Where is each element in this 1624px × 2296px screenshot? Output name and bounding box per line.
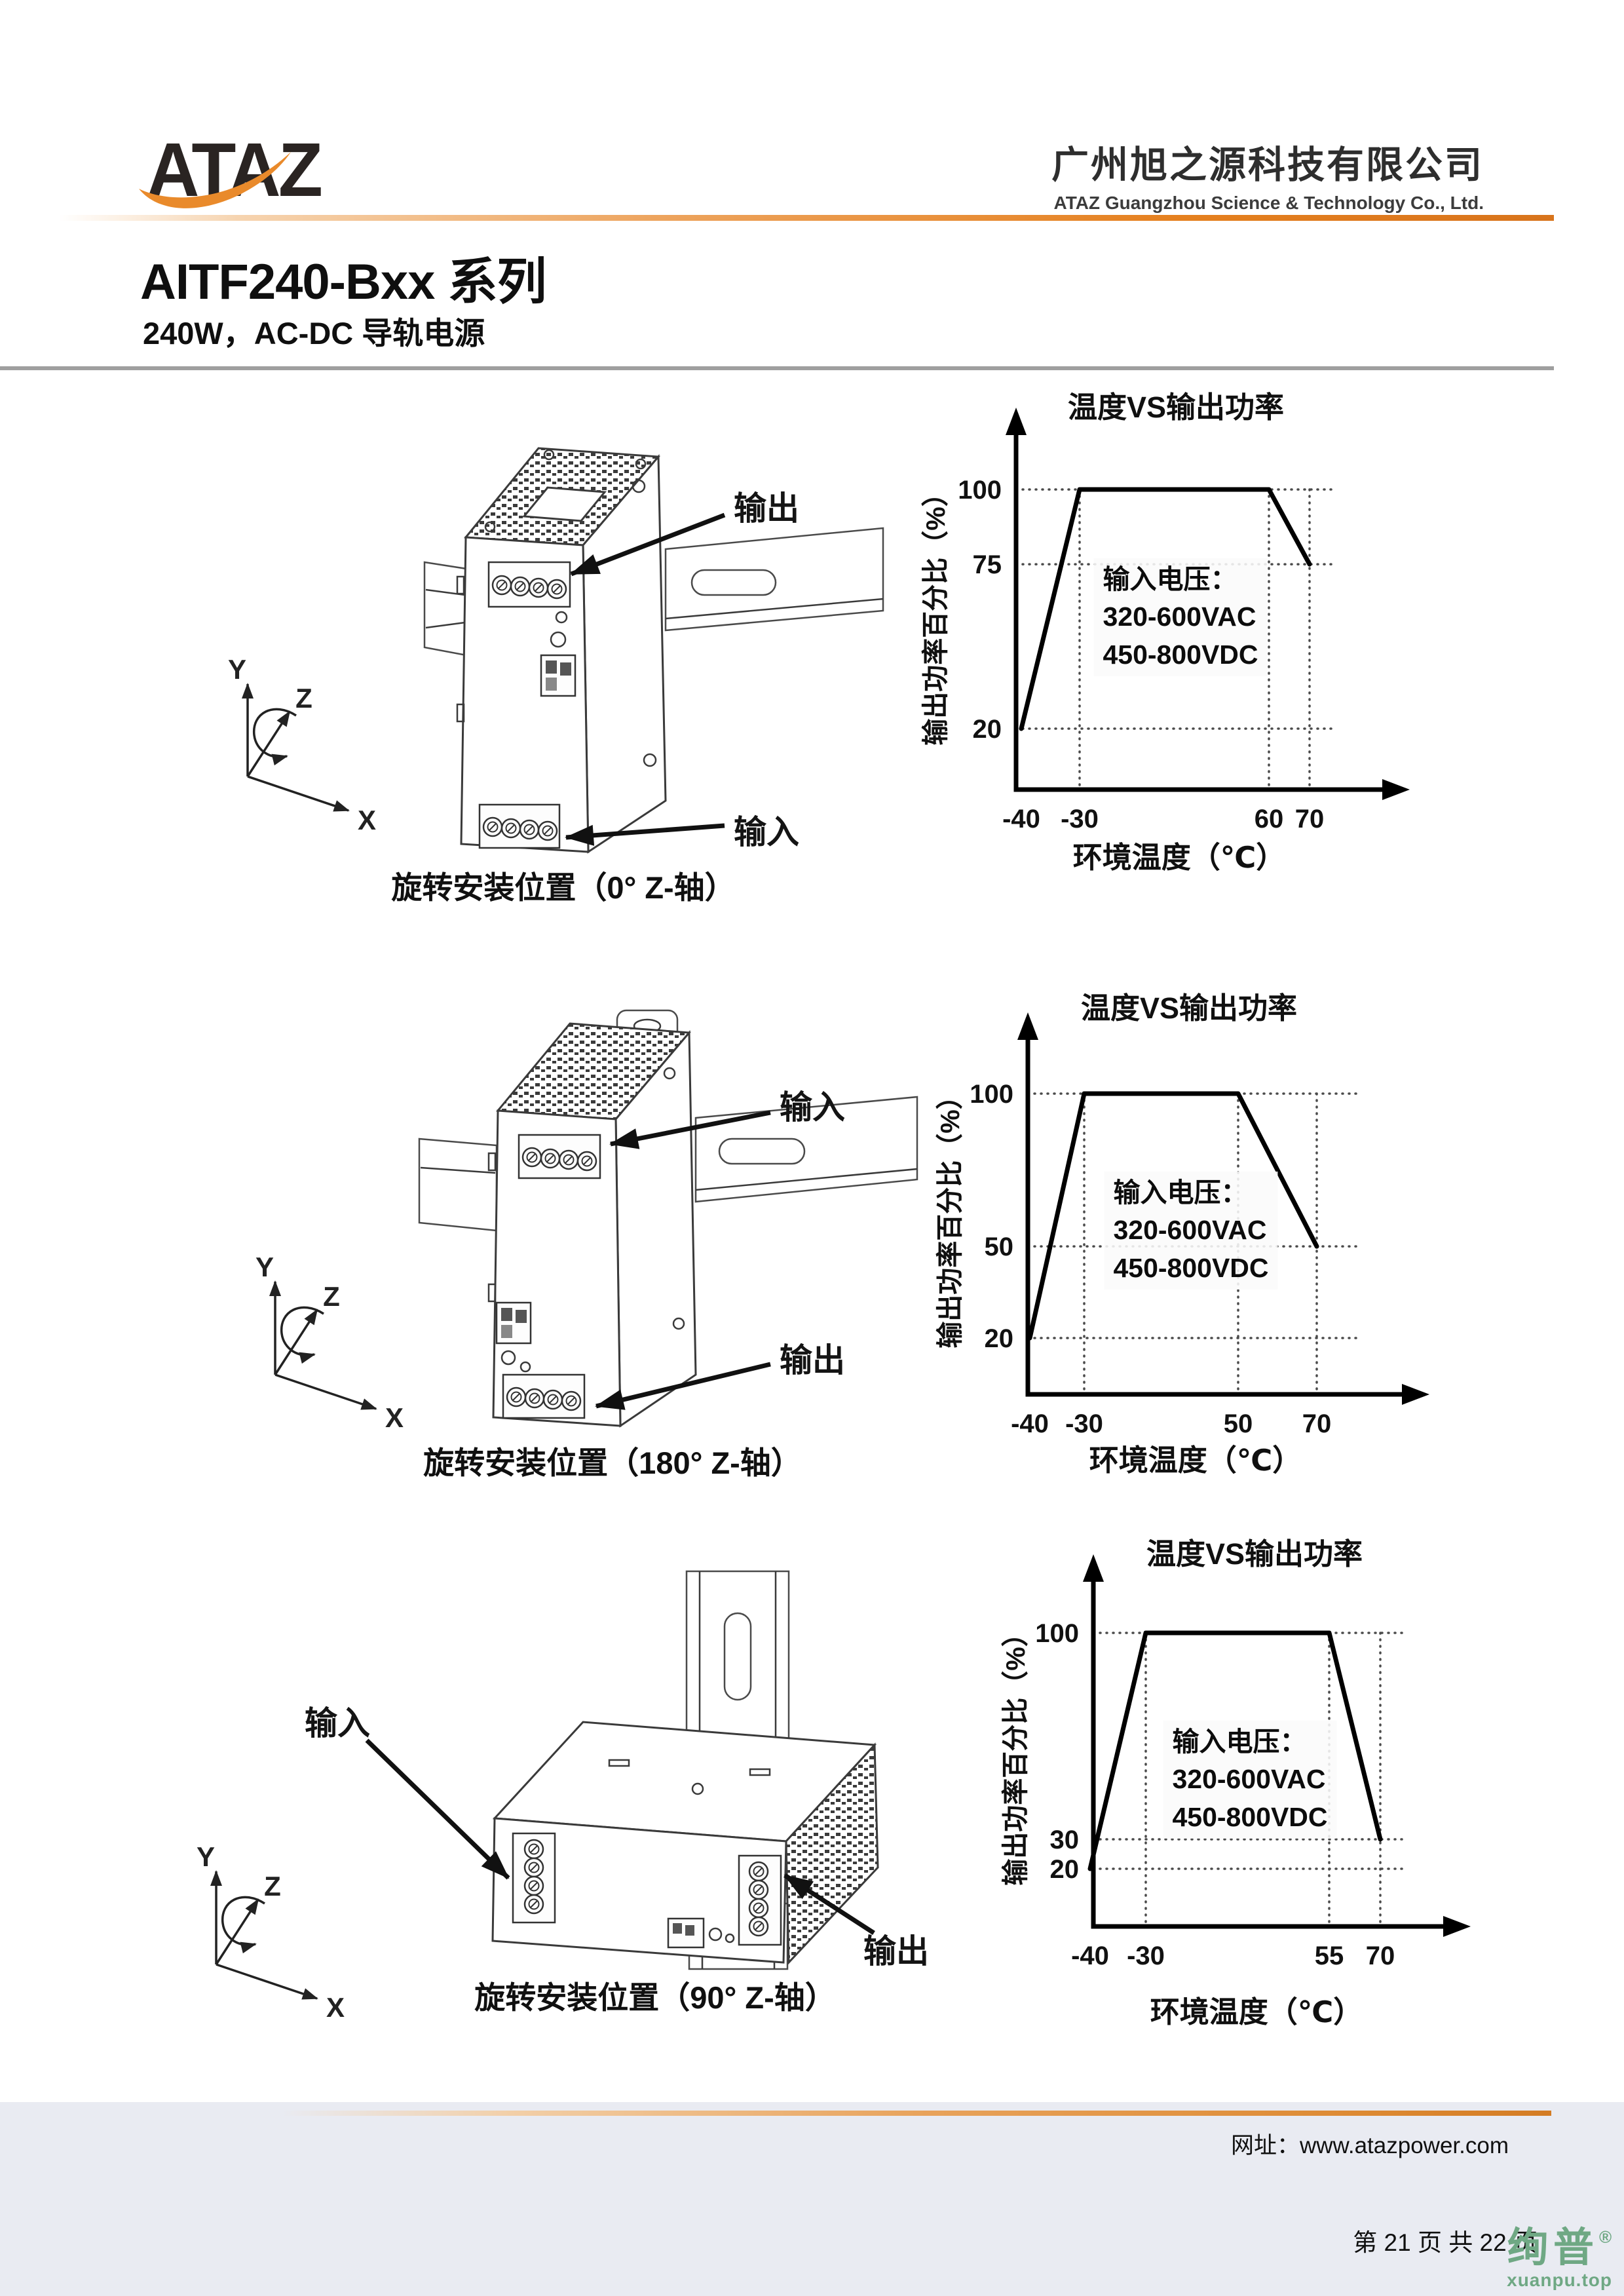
input-label-row2: 输入	[780, 1089, 845, 1126]
page-subtitle: 240W，AC-DC 导轨电源	[143, 316, 485, 351]
header-divider	[0, 366, 1554, 370]
output-label-row3: 输出	[863, 1933, 929, 1970]
chart-2-ylabel: 输出功率百分比（%）	[935, 1082, 965, 1349]
header-accent-line	[59, 215, 1554, 221]
svg-text:70: 70	[1295, 805, 1325, 833]
footer-accent-line	[282, 2111, 1551, 2116]
svg-text:70: 70	[1366, 1942, 1395, 1970]
footer-website: 网址：www.atazpower.com	[1231, 2127, 1509, 2160]
axis-z-label-row2: Z	[323, 1281, 340, 1312]
company-block: 广州旭之源科技有限公司 ATAZ Guangzhou Science & Tec…	[1051, 135, 1484, 214]
caption-row1: 旋转安装位置（0° Z-轴）	[391, 870, 736, 905]
chart-3-title: 温度VS输出功率	[1146, 1537, 1363, 1571]
svg-text:75: 75	[973, 550, 1002, 579]
ataz-logo: ATAZ	[147, 127, 323, 212]
page-number: 第 21 页 共 22 页	[1353, 2229, 1538, 2256]
device-diagram-0deg	[423, 447, 884, 854]
label-arrows-row2	[595, 1110, 771, 1410]
label-arrows-row3	[365, 1738, 875, 1935]
svg-text:-30: -30	[1065, 1409, 1103, 1438]
chart-2-title: 温度VS输出功率	[1080, 991, 1298, 1025]
footer-background	[0, 2102, 1624, 2296]
svg-text:-40: -40	[1002, 805, 1040, 833]
input-label-row1: 输入	[734, 814, 799, 851]
caption-row3: 旋转安装位置（90° Z-轴）	[474, 1980, 836, 2015]
chart-3-xlabel: 环境温度（℃）	[1150, 1995, 1363, 2029]
output-arrow	[570, 512, 726, 577]
watermark-reg-icon: ®	[1598, 2227, 1612, 2247]
output-arrow	[784, 1873, 875, 1935]
axis-z-label-row3: Z	[264, 1871, 281, 1902]
watermark-domain: xuanpu.top	[1507, 2270, 1612, 2290]
svg-text:-40: -40	[1071, 1942, 1109, 1970]
output-label-row2: 输出	[780, 1342, 845, 1379]
axis-z-label-row1: Z	[295, 683, 312, 714]
svg-text:60: 60	[1255, 805, 1284, 833]
chart-1-xlabel: 环境温度（℃）	[1072, 841, 1286, 874]
svg-text:-30: -30	[1061, 805, 1099, 833]
svg-text:100: 100	[970, 1080, 1013, 1109]
watermark-cn: 绚普	[1507, 2225, 1599, 2270]
label-arrows-row1	[565, 512, 726, 846]
svg-text:100: 100	[958, 476, 1002, 505]
page-title: AITF240-Bxx 系列	[140, 254, 546, 310]
svg-text:55: 55	[1315, 1942, 1344, 1970]
svg-text:-30: -30	[1127, 1942, 1165, 1970]
svg-text:30: 30	[1050, 1826, 1080, 1854]
watermark: 绚普® xuanpu.top	[1507, 2228, 1612, 2289]
website-url: www.atazpower.com	[1299, 2133, 1509, 2158]
input-arrow	[565, 823, 725, 846]
axis-x-label-row1: X	[357, 805, 377, 835]
svg-text:20: 20	[1050, 1855, 1080, 1884]
chart-2-xlabel: 环境温度（℃）	[1089, 1444, 1302, 1477]
axis-y-label-row2: Y	[255, 1252, 274, 1282]
svg-text:20: 20	[985, 1324, 1014, 1353]
axis-x-label-row2: X	[385, 1402, 404, 1433]
input-arrow	[609, 1110, 771, 1149]
output-label-row1: 输出	[734, 490, 799, 527]
caption-row2: 旋转安装位置（180° Z-轴）	[423, 1445, 802, 1480]
output-arrow	[595, 1362, 771, 1410]
svg-text:50: 50	[1224, 1409, 1253, 1438]
axis-y-label-row1: Y	[227, 654, 247, 685]
svg-text:70: 70	[1302, 1409, 1332, 1438]
company-name-en: ATAZ Guangzhou Science & Technology Co.,…	[1053, 193, 1484, 213]
device-diagram-90deg	[491, 1570, 879, 1970]
axis-x-label-row3: X	[326, 1992, 345, 2023]
input-label-row3: 输入	[305, 1705, 370, 1742]
svg-text:100: 100	[1035, 1619, 1079, 1648]
svg-text:20: 20	[973, 715, 1002, 744]
chart-3-ylabel: 输出功率百分比（%）	[1000, 1620, 1030, 1886]
input-arrow	[365, 1738, 510, 1880]
chart-1-title: 温度VS输出功率	[1067, 391, 1285, 424]
svg-text:-40: -40	[1011, 1409, 1049, 1438]
axis-y-label-row3: Y	[196, 1841, 216, 1872]
website-label: 网址：	[1230, 2133, 1300, 2158]
chart-1-ylabel: 输出功率百分比（%）	[920, 480, 951, 746]
svg-text:50: 50	[985, 1233, 1014, 1261]
company-name-cn: 广州旭之源科技有限公司	[1051, 144, 1484, 186]
